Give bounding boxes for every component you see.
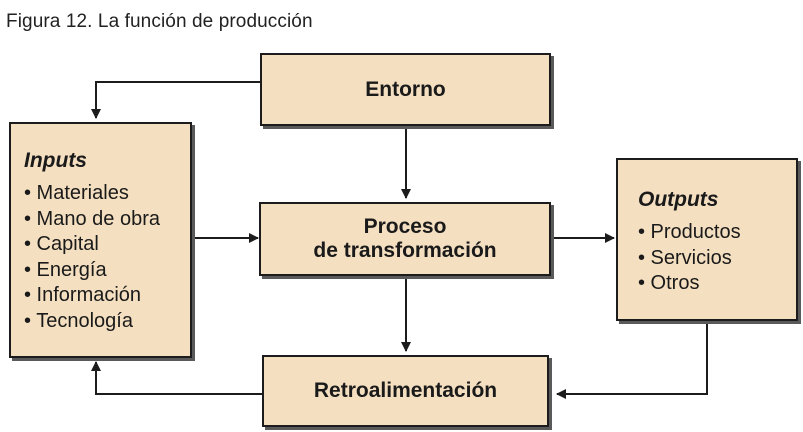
inputs-title: Inputs: [24, 149, 87, 172]
arrow-entorno-to-inputs: [91, 81, 260, 119]
arrow-outputs-to-retro: [556, 321, 708, 399]
entorno-box: Entorno: [260, 53, 551, 126]
outputs-list: • Productos • Servicios • Otros: [638, 220, 796, 297]
arrow-retro-to-inputs: [91, 361, 262, 395]
outputs-item: • Servicios: [638, 246, 732, 269]
inputs-item: • Energía: [24, 258, 107, 281]
inputs-item: • Materiales: [24, 182, 129, 204]
inputs-item: • Información: [24, 284, 142, 306]
inputs-item: • Tecnología: [24, 309, 133, 332]
retroalimentacion-title: Retroalimentación: [313, 379, 498, 402]
proceso-box: Proceso de transformación: [259, 202, 551, 276]
outputs-item: • Otros: [638, 272, 700, 294]
outputs-title: Outputs: [638, 188, 719, 211]
inputs-item: • Mano de obra: [24, 207, 160, 230]
entorno-title: Entorno: [365, 77, 446, 101]
outputs-box: Outputs • Productos • Servicios • Otros: [616, 158, 798, 321]
proceso-title-line1: Proceso: [363, 215, 447, 238]
figure-caption: Figura 12. La función de producción: [6, 11, 313, 32]
inputs-item: • Capital: [24, 233, 99, 255]
outputs-item: • Productos: [638, 221, 741, 243]
proceso-title-line2: de transformación: [313, 239, 497, 262]
inputs-box: Inputs • Materiales • Mano de obra • Cap…: [9, 122, 192, 358]
inputs-list: • Materiales • Mano de obra • Capital • …: [24, 181, 190, 334]
retroalimentacion-box: Retroalimentación: [262, 355, 549, 427]
